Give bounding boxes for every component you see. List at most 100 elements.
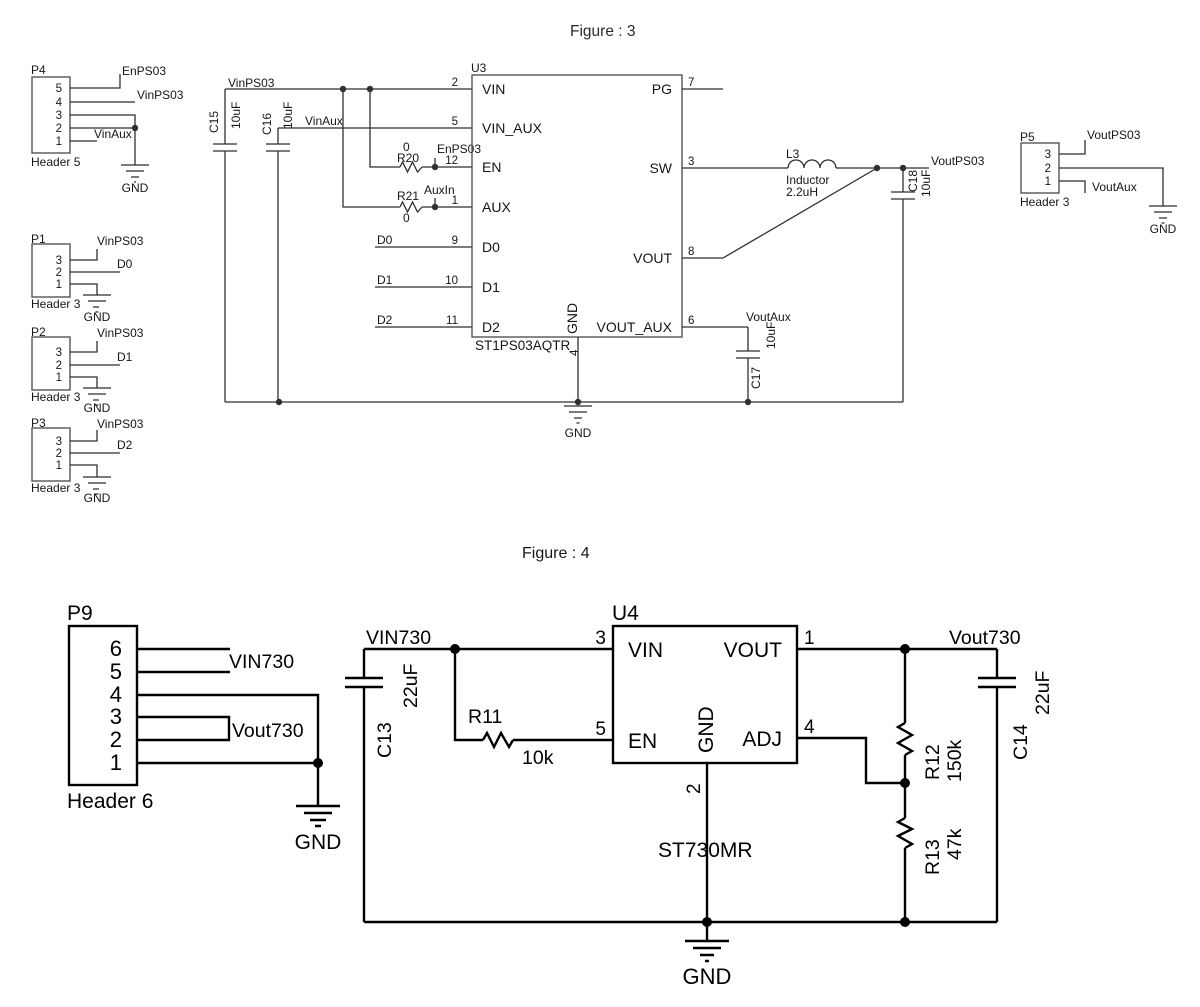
u3-ref: U3 xyxy=(471,61,487,75)
figure3-schematic: Figure : 3 P4 5 4 3 2 1 EnPS03 VinPS03 V… xyxy=(31,23,1177,505)
p9-pin2: 2 xyxy=(110,727,122,752)
u3-pin-d1: D1 xyxy=(482,279,500,295)
net-label-vinps03: VinPS03 xyxy=(228,76,275,90)
p3-ref: P3 xyxy=(31,416,46,430)
capacitor-c13 xyxy=(345,647,613,922)
ic-u3: U3 ST1PS03AQTR 2 5 12 1 9 10 11 VIN VIN_… xyxy=(445,61,723,402)
u3-pin4-num: 4 xyxy=(569,349,581,356)
connector-p2: P2 3 2 1 VinPS03 D1 GND Header 3 xyxy=(31,325,144,415)
u3-pin12-num: 12 xyxy=(445,155,458,167)
net-label-vout730: Vout730 xyxy=(232,720,304,742)
gnd-label: GND xyxy=(84,310,111,324)
voutaux-branch: VoutAux 10uF C17 xyxy=(682,310,791,402)
p3-pin2: 2 xyxy=(56,448,62,460)
u3-pin-voutaux: VOUT_AUX xyxy=(597,319,673,335)
connector-p5: P5 3 2 1 VoutPS03 VoutAux GND Header 3 xyxy=(1020,128,1177,236)
u3-pin9-num: 9 xyxy=(452,235,458,247)
vout-diagonal-wire xyxy=(682,167,878,259)
gnd-symbol xyxy=(685,922,729,963)
p3-wires xyxy=(70,430,120,477)
gnd-symbol xyxy=(564,405,592,424)
net-label-d1: D1 xyxy=(377,273,393,287)
gnd-label: GND xyxy=(84,491,111,505)
u4-pin1-num: 1 xyxy=(804,628,815,649)
junction-dot xyxy=(131,124,139,132)
c18-ref: C18 xyxy=(906,170,920,192)
u3-pin11-num: 11 xyxy=(446,315,458,327)
p4-ref: P4 xyxy=(31,63,46,77)
r13-ref: R13 xyxy=(922,839,944,875)
l3-value: 2.2uH xyxy=(786,185,818,199)
p2-wires xyxy=(70,341,120,388)
net-label-voutps03: VoutPS03 xyxy=(931,154,985,168)
r11-ref: R11 xyxy=(468,706,502,728)
net-label-voutaux: VoutAux xyxy=(1092,180,1137,194)
c14-value: 22uF xyxy=(1032,670,1054,715)
gnd-label: GND xyxy=(84,401,111,415)
u4-pin5-num: 5 xyxy=(595,719,606,740)
net-label-d0: D0 xyxy=(117,257,133,271)
capacitor-c14 xyxy=(978,649,1016,922)
u4-pin-gnd: GND xyxy=(695,706,718,753)
net-label-d2: D2 xyxy=(117,438,133,452)
u3-pin6-num: 6 xyxy=(688,315,694,327)
u4-pin2-num: 2 xyxy=(684,783,705,794)
u3-pin-en: EN xyxy=(482,159,501,175)
p2-ref: P2 xyxy=(31,325,46,339)
connector-p9: P9 6 5 4 3 2 1 Header 6 VIN730 Vout730 G… xyxy=(67,602,341,854)
p2-pin1: 1 xyxy=(56,372,62,384)
p9-pin6: 6 xyxy=(110,636,122,661)
resistor-r20 xyxy=(369,89,472,174)
resistor-r12 xyxy=(895,649,915,783)
u3-pin-pg: PG xyxy=(652,81,672,97)
p3-body xyxy=(31,427,71,482)
u4-part: ST730MR xyxy=(658,839,753,862)
l3-ref: L3 xyxy=(786,147,800,161)
c17-ref: C17 xyxy=(749,367,763,389)
p1-pin3: 3 xyxy=(56,255,62,267)
figure4-schematic: Figure : 4 P9 6 5 4 3 2 1 Header 6 VIN73… xyxy=(67,545,1054,989)
connector-p3: P3 3 2 1 VinPS03 D2 GND Header 3 xyxy=(31,416,144,505)
r21-ref: R21 xyxy=(397,189,419,203)
u3-pin-aux: AUX xyxy=(482,199,511,215)
p4-pin2: 2 xyxy=(56,123,62,135)
r12-ref: R12 xyxy=(922,744,944,780)
p9-pin3: 3 xyxy=(110,704,122,729)
junction-dot xyxy=(431,163,439,171)
p1-pin2: 2 xyxy=(56,267,62,279)
junction-dot xyxy=(275,398,283,406)
net-label-voutps03: VoutPS03 xyxy=(1087,128,1141,142)
net-label-vinps03: VinPS03 xyxy=(137,88,184,102)
p3-type: Header 3 xyxy=(31,481,81,495)
u4-pin-en: EN xyxy=(628,730,657,753)
p4-type: Header 5 xyxy=(31,155,81,169)
r11-value: 10k xyxy=(522,747,554,769)
r20-value: 0 xyxy=(403,140,410,154)
gnd-symbol xyxy=(83,387,111,406)
p9-pin1: 1 xyxy=(110,750,122,775)
gnd-symbol xyxy=(83,294,111,313)
en-branch: R11 10k xyxy=(453,649,613,769)
resistor-r11 xyxy=(453,649,613,750)
u4-body xyxy=(611,624,799,765)
capacitor-c18 xyxy=(891,168,915,402)
gnd-label: GND xyxy=(122,181,149,195)
capacitor-c17 xyxy=(682,326,760,402)
c16-value: 10uF xyxy=(281,102,295,129)
net-label-vinps03: VinPS03 xyxy=(97,417,144,431)
p9-body xyxy=(67,624,139,787)
p9-pin5: 5 xyxy=(110,659,122,684)
vout-branch: Vout730 R12 150k R13 47k C14 22uF xyxy=(797,627,1054,922)
r13-value: 47k xyxy=(944,828,966,860)
u4-ref: U4 xyxy=(612,602,639,625)
p3-pin1: 1 xyxy=(56,460,62,472)
u3-pin-sw: SW xyxy=(649,160,672,176)
connector-p4: P4 5 4 3 2 1 EnPS03 VinPS03 VinAux GND H… xyxy=(31,63,184,195)
net-label-vinps03: VinPS03 xyxy=(97,234,144,248)
vin730-rail: VIN730 C13 22uF xyxy=(345,627,613,922)
inductor-l3 xyxy=(682,159,929,169)
r21-value: 0 xyxy=(403,211,410,225)
u3-pin5-num: 5 xyxy=(452,116,458,128)
net-label-auxin: AuxIn xyxy=(424,183,455,197)
p4-pin5: 5 xyxy=(56,83,62,95)
